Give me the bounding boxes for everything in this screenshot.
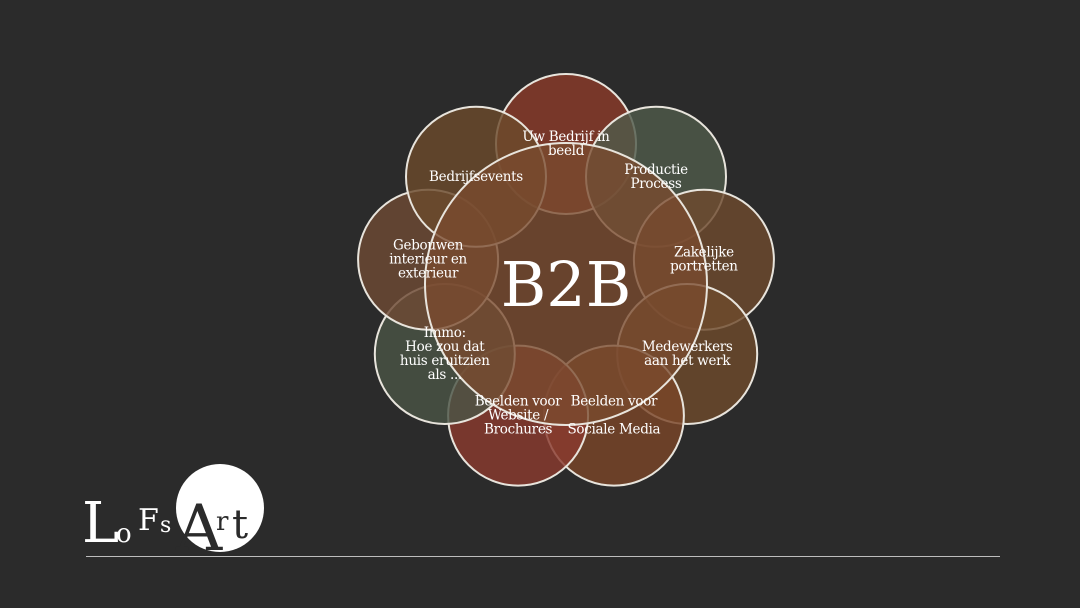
cycle-node-label-line: Sociale Media	[567, 422, 660, 438]
cycle-node-label-line: Beelden voor	[571, 394, 658, 410]
logo-letter: A	[175, 492, 223, 562]
cycle-node-label-line: beeld	[548, 143, 585, 159]
cycle-node-label-line: Medewerkers	[642, 339, 733, 355]
cycle-node-label-line: huis eruitzien	[400, 353, 490, 369]
cycle-node-label-line: Process	[631, 176, 682, 192]
footer-divider	[86, 556, 1000, 557]
cycle-node-label-line: aan het werk	[644, 353, 731, 369]
logo-letter: r	[216, 507, 229, 537]
cycle-node-label-line: Zakelijke	[674, 245, 734, 261]
center-circle	[424, 142, 708, 426]
center-label: B2B	[501, 248, 632, 321]
logo-letter: L	[82, 491, 119, 556]
cycle-node-label-line: Uw Bedrijf in	[522, 129, 610, 145]
cycle-node-label-line: Beelden voor	[475, 394, 562, 410]
cycle-node-label: Bedrijfsevents	[429, 169, 523, 185]
lofsart-logo: L o F s A r t	[82, 464, 264, 562]
cycle-node-label-line: Productie	[624, 162, 688, 178]
cycle-node-label-line: Immo:	[424, 325, 466, 341]
cycle-node-label-line: als ...	[428, 367, 462, 383]
cycle-node-label-line: Website /	[488, 408, 549, 424]
logo-letter: s	[160, 513, 171, 538]
cycle-node-label-line: Bedrijfsevents	[429, 169, 523, 185]
cycle-node-label-line: interieur en	[389, 252, 467, 268]
logo-letter: t	[232, 502, 248, 548]
cycle-node-label-line: Brochures	[484, 422, 552, 438]
logo-circle	[176, 464, 264, 552]
cycle-node-label-line: Gebouwen	[393, 238, 464, 254]
cycle-node-label-line: exterieur	[398, 266, 459, 282]
logo-letter: F	[138, 503, 159, 538]
cycle-node-label-line: Hoe zou dat	[405, 339, 485, 355]
logo-letter: o	[116, 519, 132, 549]
cycle-node-label-line: portretten	[670, 259, 738, 275]
